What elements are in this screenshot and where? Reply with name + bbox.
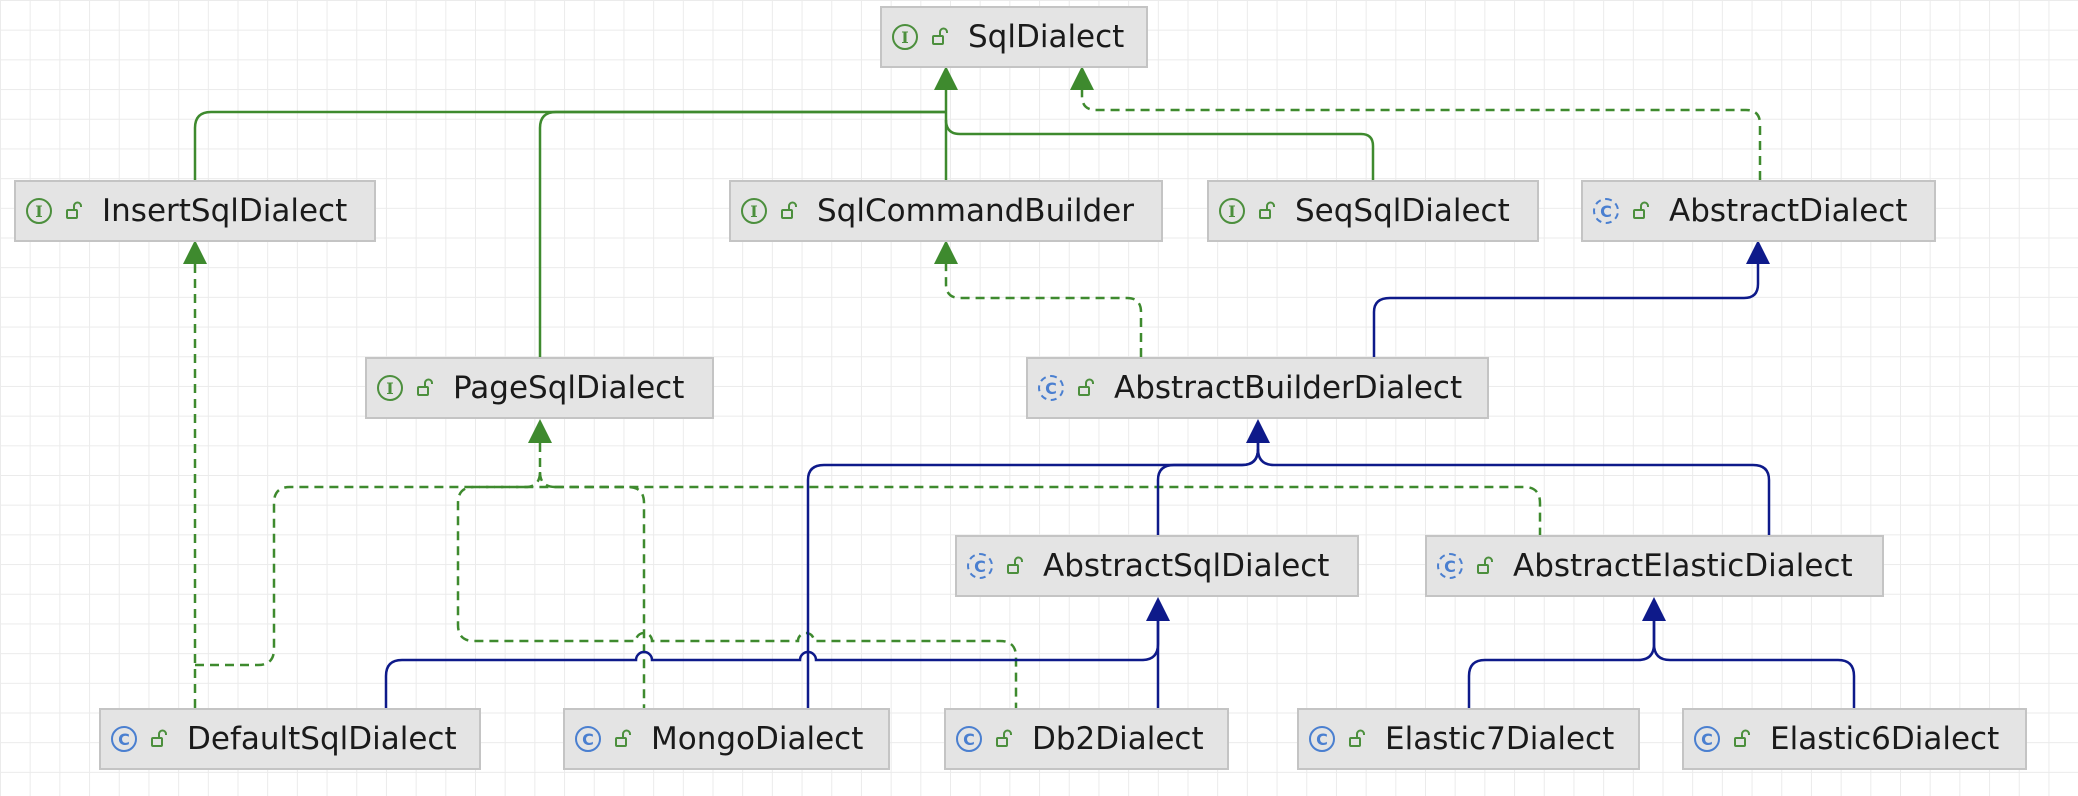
arrow-abstractsqldialect: [1146, 597, 1170, 621]
class-name: AbstractElasticDialect: [1513, 548, 1853, 584]
arrow-pagesqldialect: [528, 419, 552, 443]
class-name: AbstractDialect: [1669, 193, 1908, 229]
public-lock-icon: [66, 201, 82, 219]
abstract-class-icon: C: [1593, 198, 1619, 224]
class-node-abstract-builder-dialect[interactable]: C AbstractBuilderDialect: [1026, 357, 1489, 419]
abstract-class-icon: C: [1038, 375, 1064, 401]
interface-icon: I: [377, 375, 403, 401]
abstract-class-icon: C: [967, 553, 993, 579]
class-node-sql-command-builder[interactable]: I SqlCommandBuilder: [729, 180, 1163, 242]
arrow-abstractdialect: [1746, 240, 1770, 264]
public-lock-icon: [1477, 556, 1493, 574]
class-node-page-sql-dialect[interactable]: I PageSqlDialect: [365, 357, 714, 419]
class-node-abstract-sql-dialect[interactable]: C AbstractSqlDialect: [955, 535, 1359, 597]
interface-icon: I: [741, 198, 767, 224]
public-lock-icon: [615, 729, 631, 747]
abstract-class-icon: C: [1437, 553, 1463, 579]
edge-pagesqldialect-bus-b: [538, 471, 556, 489]
edge-abstractdialect-sqldialect: [1080, 90, 1762, 180]
edge-mongodialect-abstractbuilderdialect: [806, 448, 1260, 708]
public-lock-icon: [932, 27, 948, 45]
arrow-sqldialect-solid: [934, 66, 958, 90]
class-name: InsertSqlDialect: [102, 193, 348, 229]
edge-pagesqldialect-bus-a: [524, 443, 542, 489]
class-node-elastic6-dialect[interactable]: C Elastic6Dialect: [1682, 708, 2027, 770]
arrow-sqldialect-dashed: [1070, 66, 1094, 90]
edge-seqsqldialect-sqldialect: [944, 119, 1375, 180]
public-lock-icon: [781, 201, 797, 219]
edge-abstractbuilderdialect-abstractdialect: [1372, 264, 1760, 357]
edge-pagesqldialect-sqldialect: [538, 110, 945, 357]
class-name: Elastic7Dialect: [1385, 721, 1615, 757]
class-node-insert-sql-dialect[interactable]: I InsertSqlDialect: [14, 180, 376, 242]
arrow-abstractbuilderdialect: [1246, 419, 1270, 443]
class-name: AbstractBuilderDialect: [1114, 370, 1463, 406]
public-lock-icon: [1078, 378, 1094, 396]
public-lock-icon: [996, 729, 1012, 747]
public-lock-icon: [1633, 201, 1649, 219]
class-name: PageSqlDialect: [453, 370, 685, 406]
edge-abstractelasticdialect-abstractbuilderdialect: [1256, 443, 1771, 535]
class-node-sql-dialect[interactable]: I SqlDialect: [880, 6, 1148, 68]
class-name: MongoDialect: [651, 721, 864, 757]
class-node-default-sql-dialect[interactable]: C DefaultSqlDialect: [99, 708, 481, 770]
class-icon: C: [956, 726, 982, 752]
class-icon: C: [575, 726, 601, 752]
edge-page-bus-left-right: [195, 485, 1542, 667]
class-name: SqlDialect: [968, 19, 1125, 55]
edge-insertsqldialect-sqldialect: [193, 110, 945, 180]
public-lock-icon: [1734, 729, 1750, 747]
public-lock-icon: [151, 729, 167, 747]
class-name: SeqSqlDialect: [1295, 193, 1510, 229]
public-lock-icon: [1349, 729, 1365, 747]
arrow-abstractelasticdialect: [1642, 597, 1666, 621]
arrow-insertsqldialect: [183, 240, 207, 264]
class-node-mongo-dialect[interactable]: C MongoDialect: [563, 708, 890, 770]
interface-icon: I: [1219, 198, 1245, 224]
class-node-abstract-dialect[interactable]: C AbstractDialect: [1581, 180, 1936, 242]
class-name: Db2Dialect: [1032, 721, 1204, 757]
public-lock-icon: [1259, 201, 1275, 219]
class-icon: C: [1309, 726, 1335, 752]
class-name: Elastic6Dialect: [1770, 721, 2000, 757]
public-lock-icon: [417, 378, 433, 396]
edge-elastic6dialect-abstractelasticdialect: [1652, 621, 1856, 708]
edge-elastic7dialect-abstractelasticdialect: [1467, 621, 1656, 708]
class-node-seq-sql-dialect[interactable]: I SeqSqlDialect: [1207, 180, 1539, 242]
class-node-abstract-elastic-dialect[interactable]: C AbstractElasticDialect: [1425, 535, 1884, 597]
edge-abstractsqldialect-abstractbuilderdialect: [1156, 443, 1260, 535]
edge-mongodialect-pagesqldialect: [555, 485, 646, 708]
class-name: AbstractSqlDialect: [1043, 548, 1330, 584]
edge-defaultsqldialect-abstractsqldialect: [384, 621, 1160, 708]
interface-icon: I: [26, 198, 52, 224]
class-icon: C: [111, 726, 137, 752]
class-node-elastic7-dialect[interactable]: C Elastic7Dialect: [1297, 708, 1640, 770]
class-node-db2-dialect[interactable]: C Db2Dialect: [944, 708, 1229, 770]
class-name: DefaultSqlDialect: [187, 721, 457, 757]
edge-abstractbuilderdialect-sqlcommandbuilder: [944, 264, 1143, 357]
public-lock-icon: [1007, 556, 1023, 574]
interface-icon: I: [892, 24, 918, 50]
arrow-sqlcommandbuilder: [934, 240, 958, 264]
class-icon: C: [1694, 726, 1720, 752]
edge-db2dialect-pagesqldialect: [456, 485, 1018, 708]
class-name: SqlCommandBuilder: [817, 193, 1134, 229]
